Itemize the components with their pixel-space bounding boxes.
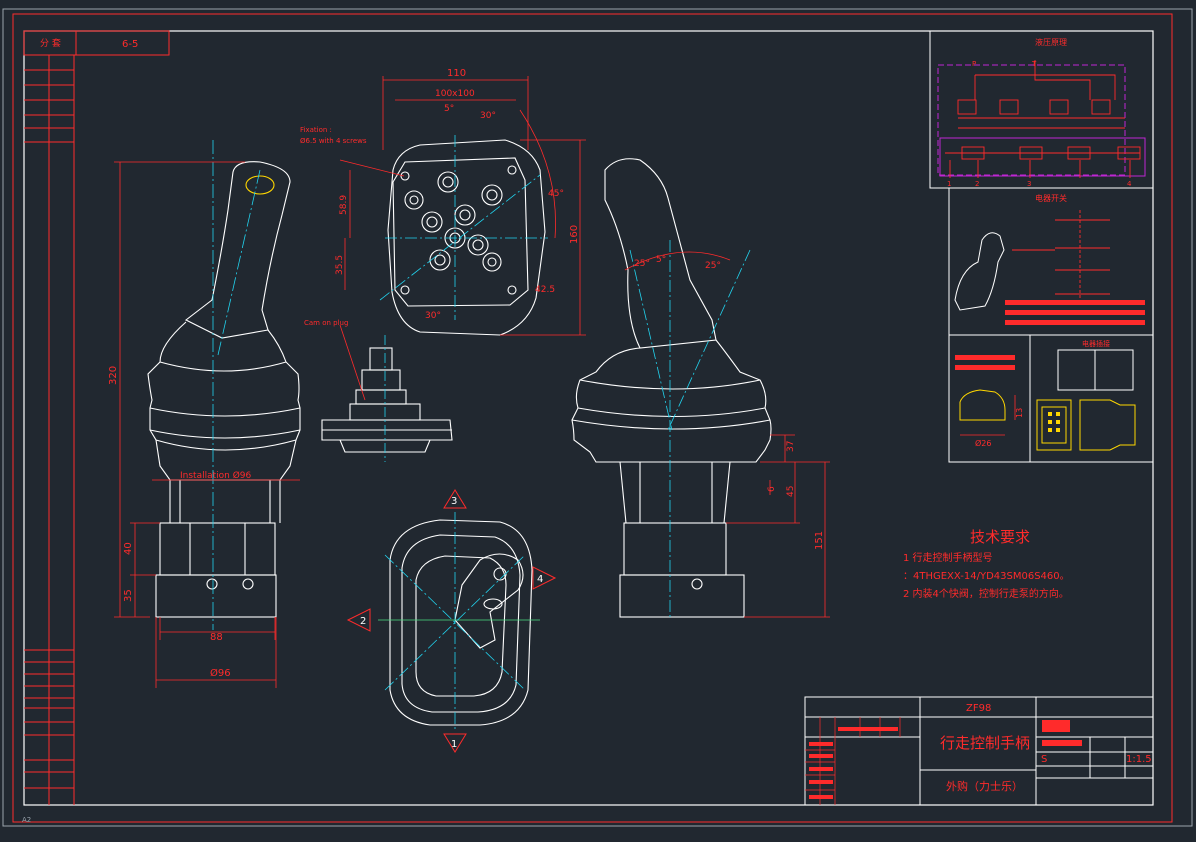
tech-line-1: 1 行走控制手柄型号 bbox=[903, 551, 993, 564]
fixation-note-2: Ø6.5 with 4 screws bbox=[300, 137, 367, 145]
side-view-centerlines bbox=[629, 240, 751, 620]
sheet-outer-border bbox=[2, 8, 1193, 827]
dim-45: 45 bbox=[786, 486, 796, 497]
title-block bbox=[804, 696, 1154, 806]
direction-3: 3 bbox=[451, 496, 457, 507]
direction-4: 4 bbox=[537, 574, 543, 585]
dim-6: 6 bbox=[767, 486, 777, 492]
direction-view-centerlines bbox=[378, 512, 540, 730]
front-view-dimensions bbox=[114, 161, 300, 688]
hydraulic-port-p: P bbox=[972, 60, 976, 68]
install-label: Installation Ø96 bbox=[180, 470, 252, 481]
model-code: ZF98 bbox=[966, 703, 991, 714]
cam-on-plug-view bbox=[321, 347, 453, 453]
direction-view bbox=[389, 519, 533, 726]
dim-58-9: 58.9 bbox=[339, 195, 349, 215]
direction-arrows bbox=[346, 489, 557, 753]
fixation-note: Fixation : bbox=[300, 126, 332, 134]
dim-angle-25: 25° bbox=[705, 261, 721, 271]
hydraulic-port-3: 3 bbox=[1027, 180, 1031, 188]
dim-angle-5-side: 5° bbox=[656, 255, 666, 265]
dim-13: 13 bbox=[1015, 408, 1024, 418]
dim-35-5: 35.5 bbox=[335, 255, 345, 275]
dim-96: Ø96 bbox=[210, 667, 231, 679]
top-view-centerlines bbox=[379, 135, 548, 320]
front-view-centerlines bbox=[212, 140, 261, 630]
cam-label: Cam on plug bbox=[304, 319, 348, 327]
drawing-title: 行走控制手柄 bbox=[940, 734, 1030, 752]
side-view-dimensions bbox=[624, 251, 830, 618]
left-side-strip bbox=[24, 55, 75, 805]
electric-title: 电器开关 bbox=[1035, 193, 1067, 203]
manufacturer: 外购（力士乐） bbox=[946, 779, 1023, 793]
dim-angle-45-right: 45° bbox=[548, 189, 564, 199]
hydraulic-port-4: 4 bbox=[1127, 180, 1132, 188]
svg-text:分 套: 分 套 bbox=[40, 37, 61, 49]
front-view bbox=[147, 161, 301, 618]
tech-heading: 技术要求 bbox=[970, 528, 1030, 546]
direction-2: 2 bbox=[360, 616, 366, 627]
dim-88: 88 bbox=[210, 632, 223, 643]
sheet-s: S bbox=[1041, 754, 1047, 765]
dim-angle-30-bottom: 30° bbox=[425, 311, 441, 321]
cam-label-leader bbox=[339, 324, 366, 401]
top-left-code-block: 分 套 6-5 bbox=[23, 30, 170, 56]
dim-40: 40 bbox=[123, 542, 134, 555]
direction-1: 1 bbox=[451, 739, 457, 750]
dim-151: 151 bbox=[814, 531, 825, 550]
dim-angle-30-top: 30° bbox=[480, 111, 496, 121]
connector-title: 电器插接 bbox=[1082, 339, 1110, 348]
hydraulic-port-2: 2 bbox=[975, 180, 979, 188]
dim-42-5: 42.5 bbox=[535, 285, 555, 295]
dim-top-width-inner: 100x100 bbox=[435, 89, 475, 99]
sheet-red-border bbox=[12, 13, 1173, 823]
title-block-red-marks bbox=[809, 720, 1082, 799]
top-view bbox=[387, 139, 546, 336]
dim-top-width-outer: 110 bbox=[447, 68, 466, 79]
corner-label: A2 bbox=[22, 816, 31, 824]
side-view bbox=[571, 158, 772, 618]
dim-angle-5: 5° bbox=[444, 104, 454, 114]
tech-line-3: 2 内装4个快阀，控制行走泵的方向。 bbox=[903, 587, 1069, 600]
dim-total-height: 320 bbox=[108, 366, 119, 385]
connector-panel bbox=[948, 334, 1154, 463]
hydraulic-title: 液压原理 bbox=[1035, 37, 1067, 47]
dim-26: Ø26 bbox=[975, 438, 991, 448]
tech-line-2: ：4THGEXX-14/YD43SM06S460。 bbox=[903, 571, 1070, 582]
hydraulic-port-t: T bbox=[1031, 60, 1037, 68]
hydraulic-port-1: 1 bbox=[947, 180, 951, 188]
part-code-top: 6-5 bbox=[122, 39, 138, 50]
hydraulic-panel bbox=[929, 30, 1154, 189]
scale-label: 1:1.5 bbox=[1126, 754, 1152, 765]
electric-panel bbox=[948, 187, 1154, 336]
dim-35: 35 bbox=[123, 589, 134, 602]
dim-height-160: 160 bbox=[569, 225, 580, 244]
dim-37: 37 bbox=[786, 441, 796, 452]
top-view-dimensions bbox=[339, 76, 586, 336]
dim-angle-25-left: 25° bbox=[634, 259, 650, 269]
